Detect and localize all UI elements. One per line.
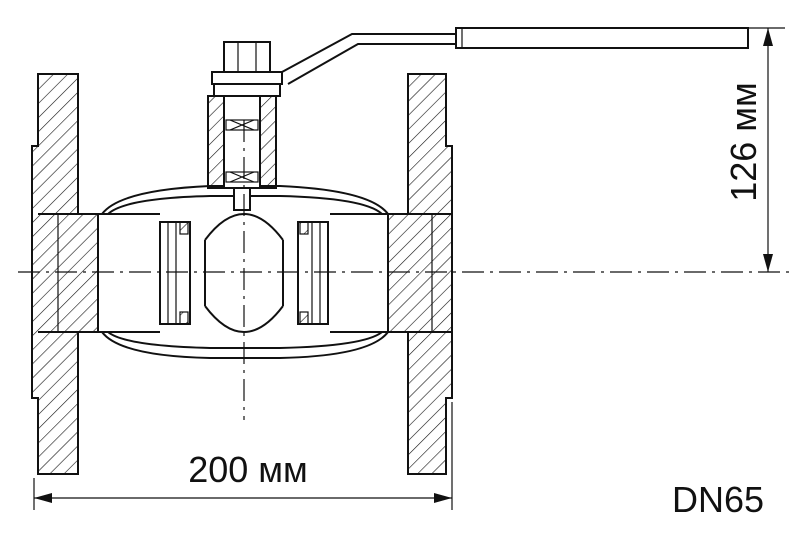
handle (281, 27, 749, 85)
height-label: 126 мм (723, 82, 764, 202)
right-seat (297, 221, 329, 325)
length-label: 200 мм (188, 449, 308, 490)
stem-nut (211, 41, 283, 97)
height-dimension: 126 мм (723, 27, 785, 272)
left-seat (159, 221, 191, 325)
stem-housing (207, 95, 277, 211)
designation-label: DN65 (672, 479, 764, 520)
center-line (18, 120, 790, 420)
pipe-bore (38, 213, 452, 333)
left-flange (31, 73, 99, 475)
ball (204, 213, 284, 333)
length-dimension: 200 мм (33, 402, 453, 510)
right-flange (387, 73, 453, 475)
